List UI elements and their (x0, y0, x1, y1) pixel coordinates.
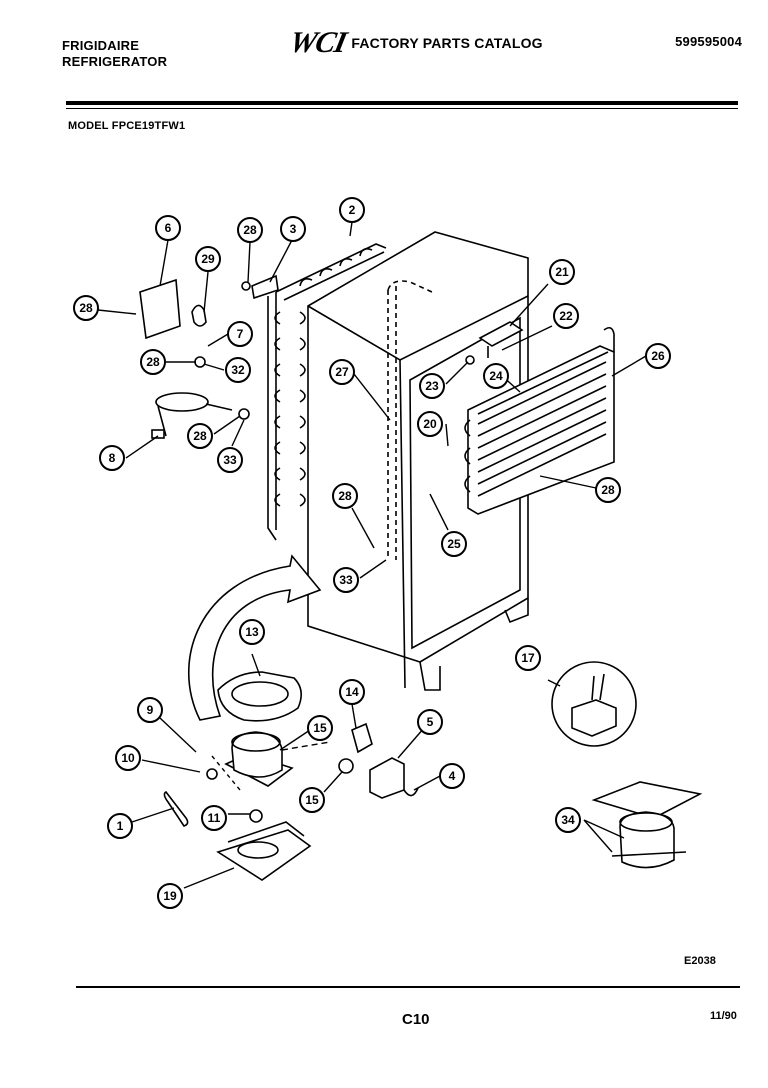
callout-22: 22 (553, 303, 579, 329)
callout-2: 2 (339, 197, 365, 223)
callout-10: 10 (115, 745, 141, 771)
svg-text:26: 26 (651, 349, 665, 363)
brand-line-2: REFRIGERATOR (62, 54, 168, 69)
svg-text:32: 32 (231, 363, 245, 377)
callout-14: 15 (307, 715, 333, 741)
part-number: 599595004 (675, 34, 742, 49)
svg-text:14: 14 (345, 685, 359, 699)
leader-lines (97, 221, 647, 889)
callout-9: 9 (137, 697, 163, 723)
callout-15: 15 (299, 787, 325, 813)
callout-26: 27 (329, 359, 355, 385)
svg-text:15: 15 (313, 721, 327, 735)
model-label: MODEL FPCE19TFW1 (68, 120, 186, 132)
svg-text:17: 17 (521, 651, 535, 665)
svg-text:28: 28 (193, 429, 207, 443)
callout-6: 6 (155, 215, 181, 241)
svg-text:5: 5 (427, 715, 434, 729)
assembly-arrow (187, 554, 322, 721)
callout-3: 3 (280, 216, 306, 242)
callout-31-a: 28 (237, 217, 263, 243)
detail-inset (551, 661, 637, 747)
callout-19: 19 (157, 883, 183, 909)
svg-text:9: 9 (147, 703, 154, 717)
svg-text:28: 28 (243, 223, 257, 237)
callout-4: 4 (439, 763, 465, 789)
diagram-code: E2038 (684, 955, 716, 967)
svg-text:21: 21 (555, 265, 569, 279)
revision-date: 11/90 (710, 1010, 737, 1022)
header-rule-thick (66, 101, 738, 105)
svg-text:8: 8 (109, 451, 116, 465)
callout-11: 11 (201, 805, 227, 831)
callout-5: 5 (417, 709, 443, 735)
svg-text:33: 33 (223, 453, 237, 467)
svg-text:28: 28 (601, 483, 615, 497)
callout-31-d: 28 (187, 423, 213, 449)
svg-text:13: 13 (245, 625, 259, 639)
callout-1: 1 (107, 813, 133, 839)
callout-33-a: 33 (217, 447, 243, 473)
callout-32: 32 (225, 357, 251, 383)
svg-text:25: 25 (447, 537, 461, 551)
svg-text:10: 10 (121, 751, 135, 765)
svg-text:34: 34 (561, 813, 575, 827)
callout-21: 21 (549, 259, 575, 285)
callout-31-b: 28 (73, 295, 99, 321)
callout-8: 8 (99, 445, 125, 471)
brand-label: FRIGIDAIRE REFRIGERATOR (62, 38, 167, 70)
footer-rule (76, 986, 740, 988)
callout-13: 14 (339, 679, 365, 705)
catalog-heading: WCI FACTORY PARTS CATALOG (287, 26, 543, 60)
svg-text:27: 27 (335, 365, 349, 379)
svg-text:23: 23 (425, 379, 439, 393)
callout-7: 7 (227, 321, 253, 347)
brand-line-1: FRIGIDAIRE (62, 38, 140, 53)
svg-text:28: 28 (146, 355, 160, 369)
condenser-coil (267, 243, 387, 541)
svg-text:11: 11 (208, 811, 221, 825)
page-number: C10 (402, 1011, 430, 1028)
svg-text:22: 22 (559, 309, 573, 323)
svg-text:29: 29 (201, 252, 215, 266)
callout-34: 34 (555, 807, 581, 833)
svg-text:7: 7 (237, 327, 244, 341)
svg-text:28: 28 (79, 301, 93, 315)
callout-33-b: 33 (333, 567, 359, 593)
callout-29: 29 (195, 246, 221, 272)
callout-20: 20 (417, 411, 443, 437)
drain-pan (217, 671, 302, 722)
filter-drier (163, 790, 189, 827)
callout-28: 28 (595, 477, 621, 503)
alternate-compressor (591, 781, 703, 869)
callout-27: 26 (645, 343, 671, 369)
relay-overload (338, 722, 419, 799)
compressor (206, 731, 331, 823)
svg-text:28: 28 (338, 489, 352, 503)
thermostat-bracket (465, 321, 524, 365)
callout-31-e: 28 (332, 483, 358, 509)
svg-text:19: 19 (163, 889, 177, 903)
svg-text:20: 20 (423, 417, 437, 431)
svg-text:3: 3 (290, 222, 297, 236)
svg-text:6: 6 (165, 221, 172, 235)
compressor-base (216, 821, 312, 881)
evaporator (464, 326, 615, 515)
svg-text:1: 1 (117, 819, 124, 833)
svg-text:4: 4 (449, 769, 456, 783)
callout-12: 13 (239, 619, 265, 645)
header-rule-thin (66, 108, 738, 109)
svg-text:33: 33 (339, 573, 353, 587)
electrical-components (139, 274, 279, 439)
callout-31-c: 28 (140, 349, 166, 375)
svg-text:2: 2 (349, 203, 356, 217)
callout-24: 24 (483, 363, 509, 389)
svg-text:15: 15 (305, 793, 319, 807)
callout-25: 25 (441, 531, 467, 557)
callout-17: 17 (515, 645, 541, 671)
svg-text:24: 24 (489, 369, 503, 383)
catalog-title: FACTORY PARTS CATALOG (351, 35, 543, 51)
callout-23: 23 (419, 373, 445, 399)
